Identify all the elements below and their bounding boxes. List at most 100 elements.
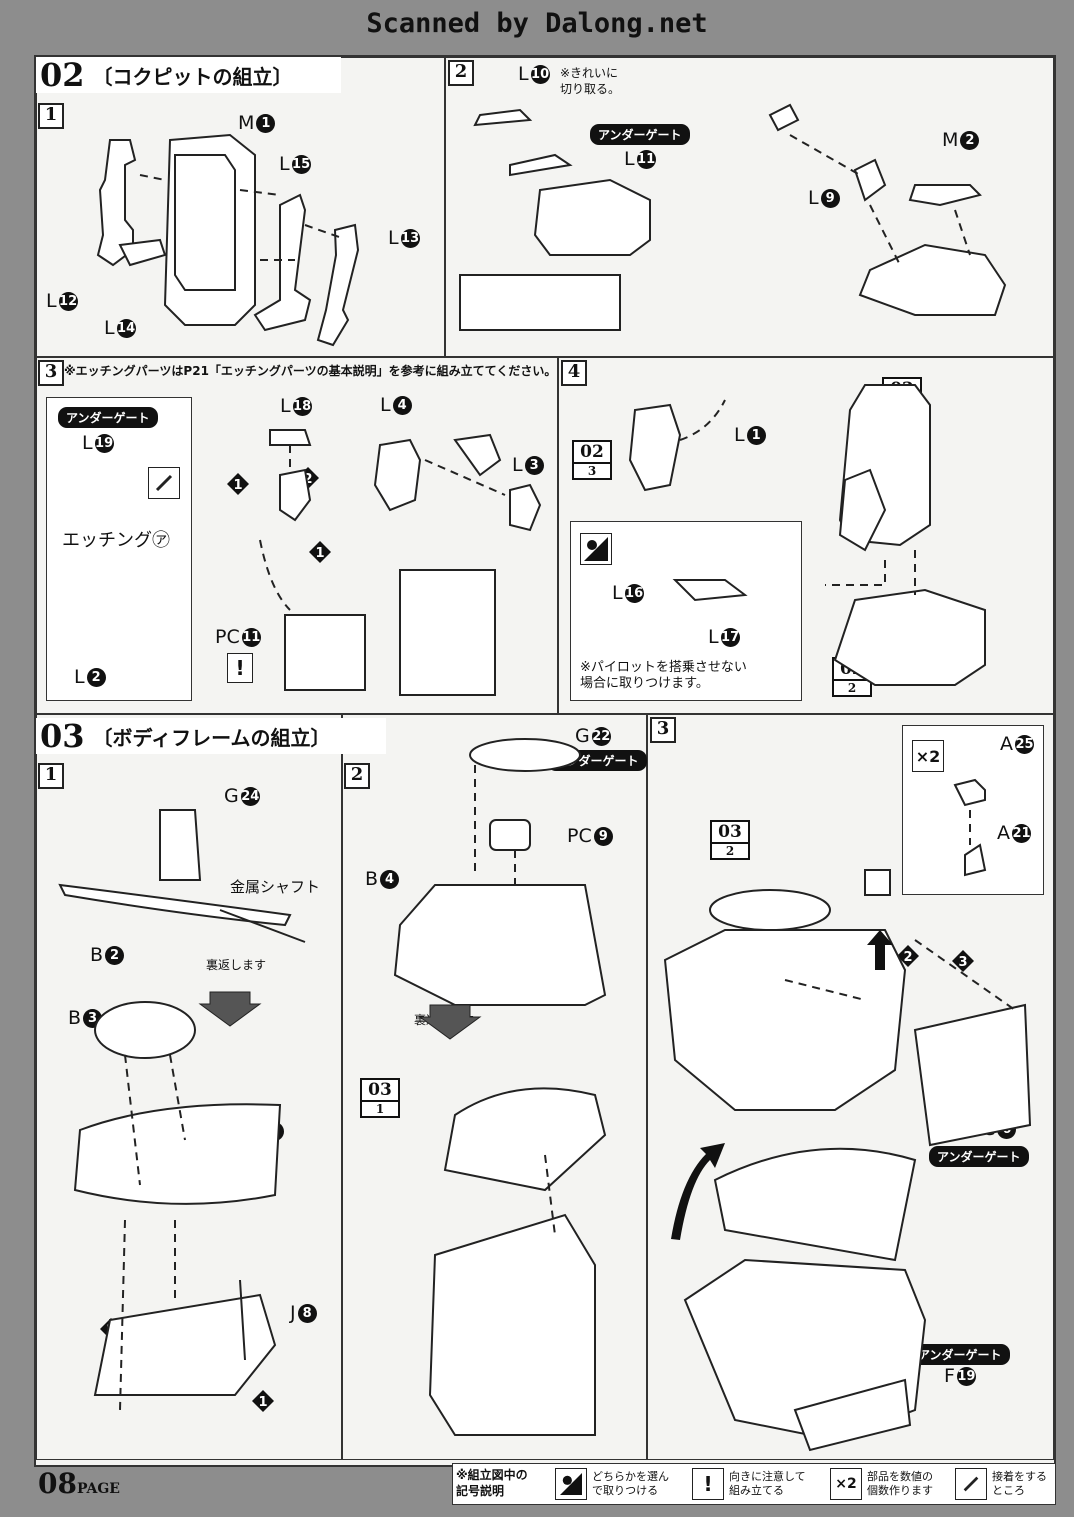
flip-over-note: 裏返します (206, 958, 267, 972)
cockpit-assembly-diagram (628, 384, 986, 686)
part-number: 21 (1012, 824, 1031, 843)
part-letter: L (104, 317, 115, 339)
ref-step: 2 (847, 681, 857, 695)
part-letter: L (279, 153, 290, 175)
part-number: 14 (116, 319, 136, 338)
step-number: 3 (38, 360, 64, 386)
part-number: 24 (240, 787, 260, 806)
part-letter: L (808, 187, 819, 209)
part-letter: PC (215, 626, 240, 648)
part-letter: L (518, 63, 529, 85)
part-letter: L (512, 454, 523, 476)
part-letter: M (238, 112, 255, 134)
part-number: 15 (291, 155, 311, 174)
part-letter: J (290, 1302, 296, 1324)
legend-caution: ! 向きに注意して 組み立てる (692, 1463, 806, 1505)
under-gate-badge: アンダーゲート (929, 1146, 1029, 1167)
etching-inset (46, 397, 192, 701)
part-letter: L (380, 394, 391, 416)
watermark-text: Scanned by Dalong.net (366, 8, 708, 39)
order-mark-text: 1 (315, 546, 324, 561)
section-title: 〔ボディフレームの組立〕 (92, 725, 331, 750)
step-number: 1 (38, 103, 64, 129)
multiply-icon: ×2 (830, 1468, 862, 1500)
multiply-icon: ×2 (912, 740, 944, 772)
part-letter: B (68, 1007, 82, 1029)
part-number: 3 (524, 456, 544, 475)
part-number: 9 (593, 827, 613, 846)
metal-shaft-label: 金属シャフト (230, 878, 321, 896)
section-number: 03 (40, 717, 85, 755)
part-letter: G (575, 725, 590, 747)
part-letter: L (734, 424, 745, 446)
ref-section: 03 (712, 822, 748, 844)
part-number: 1 (256, 114, 276, 133)
page-number: 08PAGE (38, 1467, 120, 1500)
part-letter: A (1000, 733, 1013, 755)
order-mark-text: 2 (303, 472, 312, 487)
legend-text: 接着をする ところ (992, 1470, 1047, 1497)
part-number: 19 (94, 434, 114, 453)
section-header-03: 03 〔ボディフレームの組立〕 (36, 718, 386, 754)
page-number-value: 08 (38, 1467, 77, 1500)
part-number: 4 (392, 396, 412, 415)
part-number: 11 (241, 628, 261, 647)
order-mark: 1 (227, 473, 249, 495)
pilot-note: ※パイロットを搭乗させない 場合に取りつけます。 (580, 660, 747, 691)
ref-section: 02 (574, 442, 610, 464)
panel-03-3 (647, 714, 1054, 1460)
part-number: 22 (591, 727, 611, 746)
legend-title: ※組立図中の 記号説明 (456, 1468, 528, 1498)
part-number: 17 (720, 628, 740, 647)
page-number-suffix: PAGE (76, 1481, 120, 1497)
part-number: 11 (636, 150, 656, 169)
order-mark-text: 2 (903, 950, 912, 965)
part-letter: L (708, 626, 719, 648)
panel-03-2 (342, 714, 647, 1460)
under-gate-badge: アンダーゲート (910, 1344, 1010, 1365)
under-gate-badge: アンダーゲート (590, 124, 690, 145)
etching-label: エッチング㋐ (62, 530, 170, 551)
seat-parts-diagram (96, 133, 360, 347)
caution-icon: ! (227, 653, 253, 683)
caution-icon: ! (692, 1468, 724, 1500)
etching-instruction-note: ※エッチングパーツはP21「エッチングパーツの基本説明」を参考に組み立ててくださ… (64, 364, 557, 378)
part-letter: F (944, 1365, 955, 1387)
order-mark: 1 (252, 1390, 274, 1412)
part-number: 19 (956, 1367, 976, 1386)
ref-step: 3 (587, 464, 597, 478)
part-number: 9 (820, 189, 840, 208)
section-title: 〔コクピットの組立〕 (92, 64, 293, 89)
glue-icon (955, 1468, 987, 1500)
part-number: 18 (292, 397, 312, 416)
body-frame-diagram (58, 809, 306, 1411)
part-letter: L (388, 227, 399, 249)
step-number: 4 (561, 360, 587, 386)
order-mark-text: 1 (233, 478, 242, 493)
part-number: 10 (530, 65, 550, 84)
part-letter: L (280, 395, 291, 417)
ref-step: 2 (725, 844, 735, 858)
part-letter: L (74, 666, 85, 688)
part-letter: M (942, 129, 959, 151)
choose-icon (580, 533, 612, 565)
